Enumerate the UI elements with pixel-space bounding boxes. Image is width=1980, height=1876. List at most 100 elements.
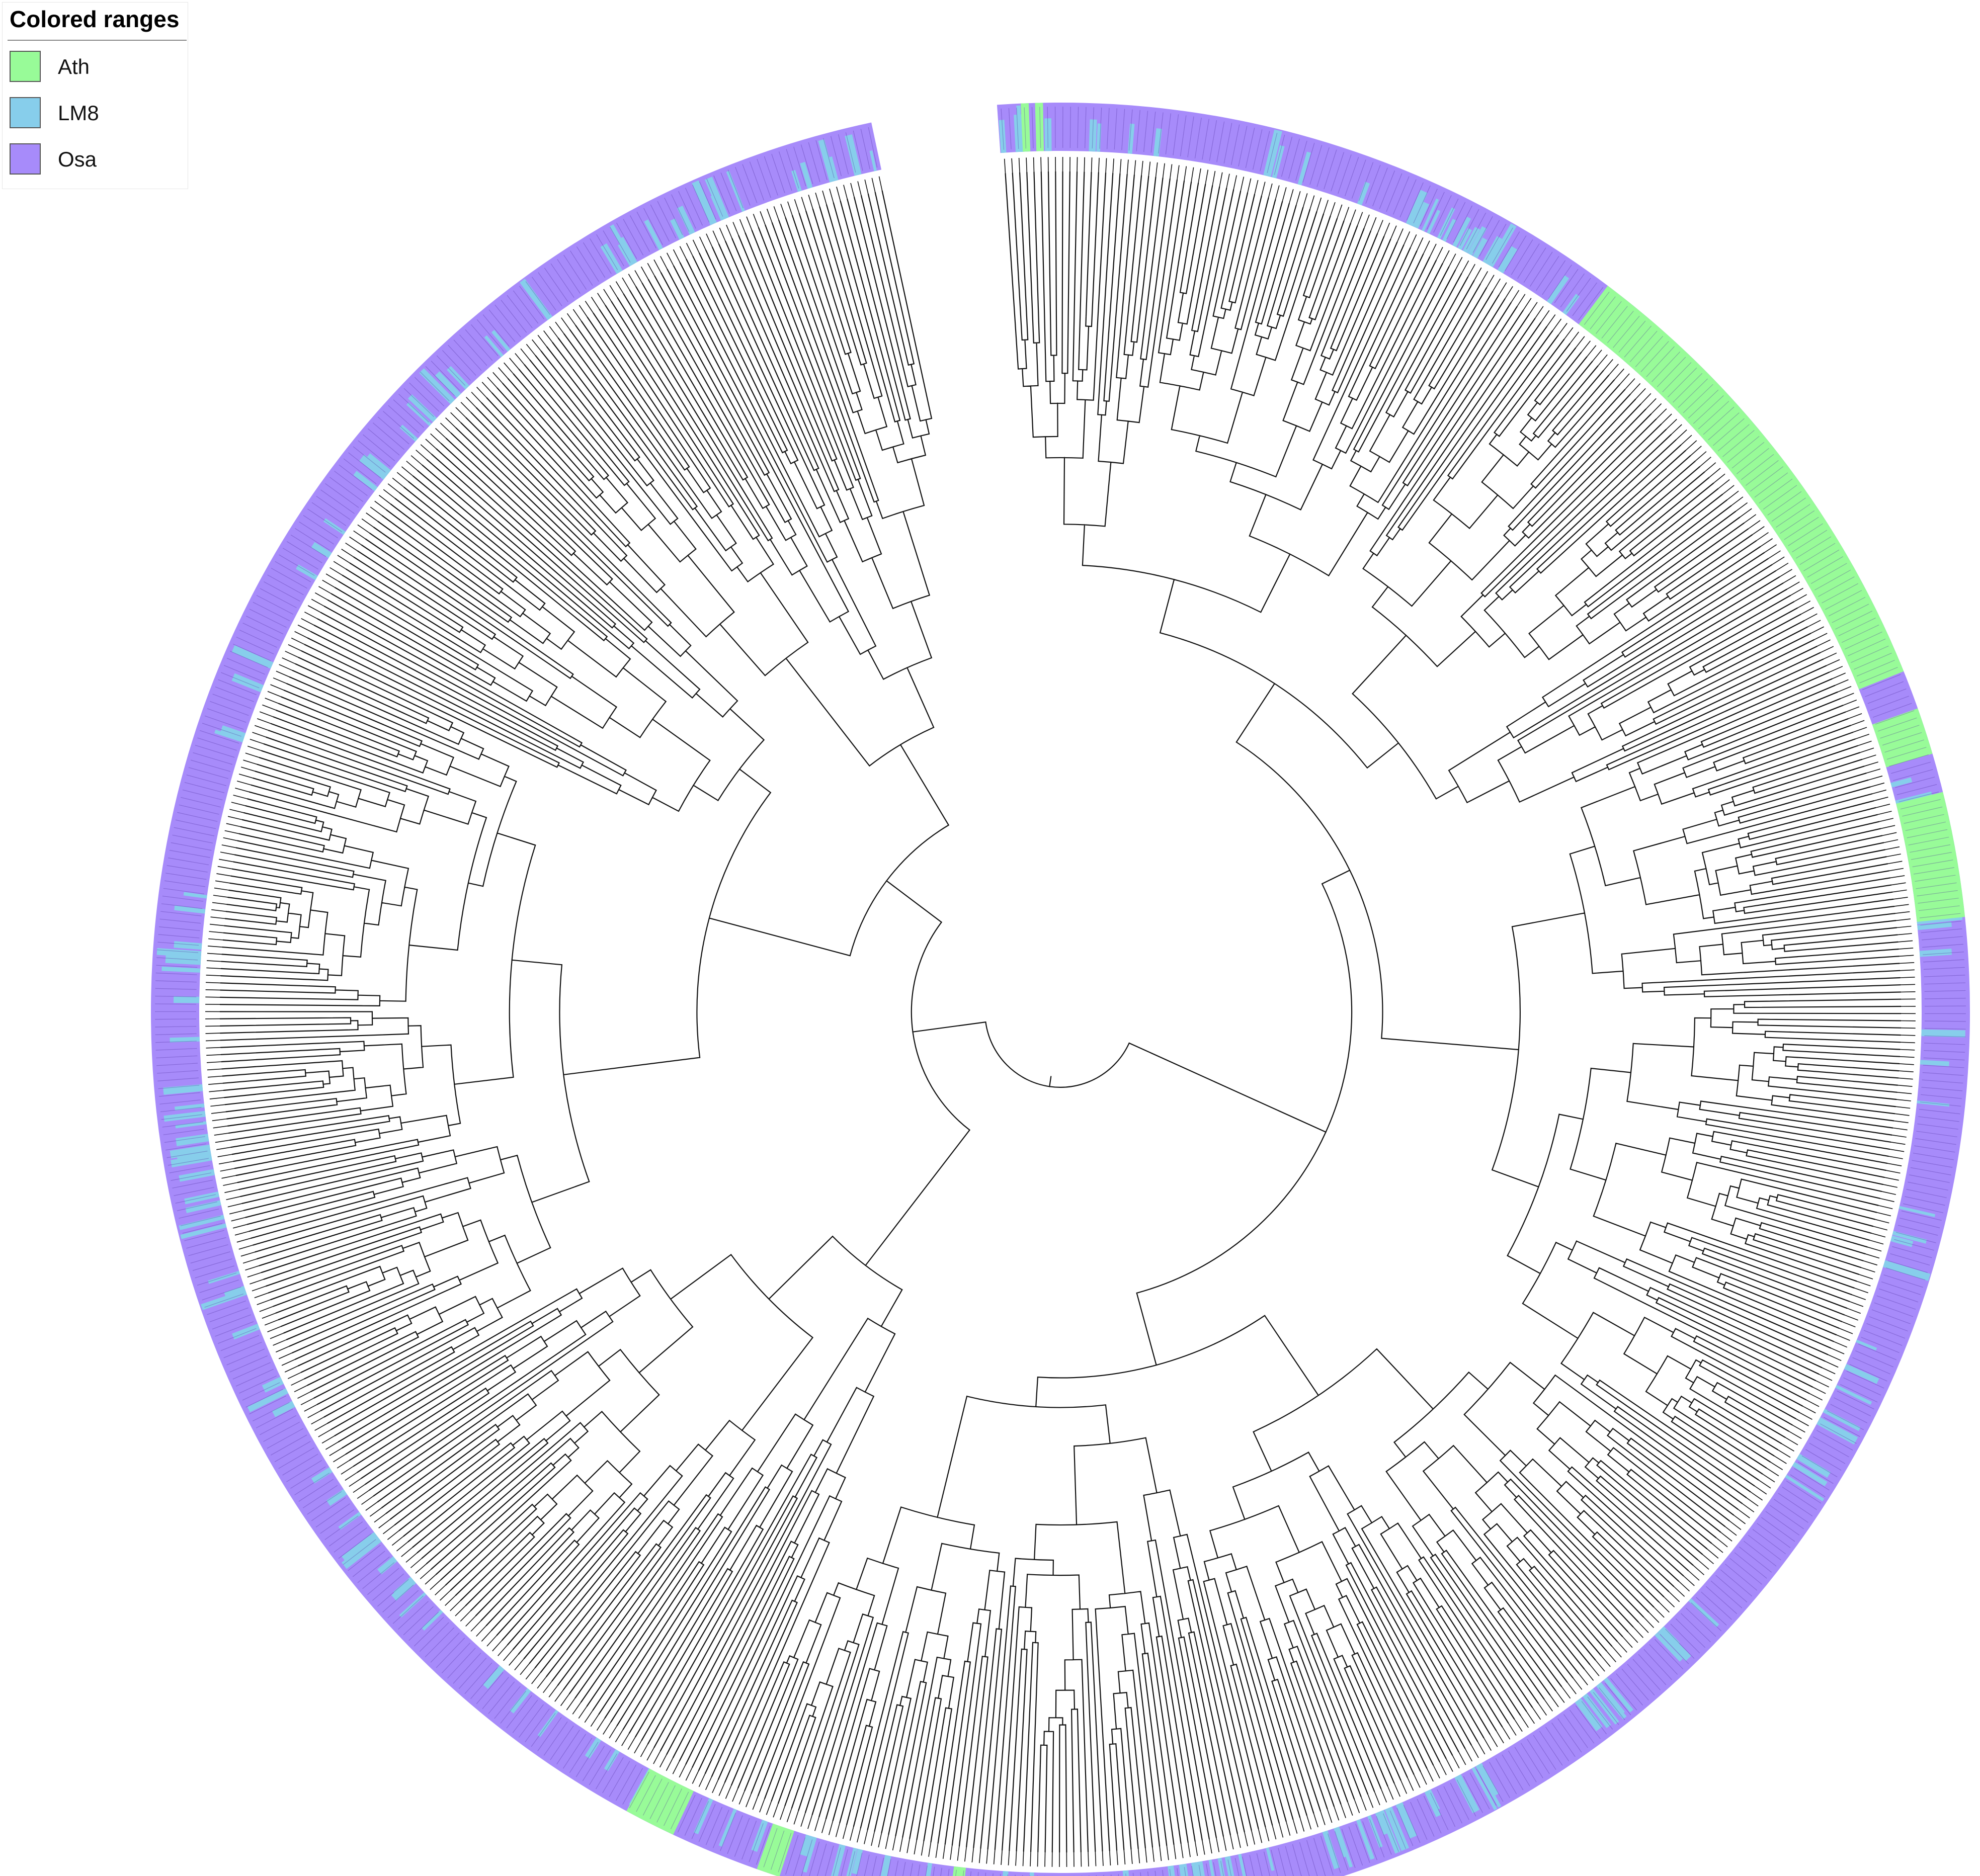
leaf-label-texture — [343, 1539, 376, 1565]
leaf-label-texture — [1886, 747, 1927, 760]
leaf-label-texture — [1621, 1668, 1649, 1700]
leaf-label-texture — [393, 399, 424, 428]
leaf-label-texture — [229, 651, 268, 668]
leaf-label-texture — [1299, 1842, 1310, 1876]
range-band-lm8 — [338, 1511, 362, 1530]
leaf-label-texture — [1784, 517, 1819, 540]
leaf-label-texture — [1551, 1723, 1576, 1757]
leaf-label-texture — [163, 1129, 204, 1135]
leaf-label-texture — [1085, 107, 1087, 148]
leaf-label-texture — [1517, 243, 1540, 279]
leaf-label-texture — [1316, 147, 1330, 187]
leaf-label-texture — [158, 1092, 200, 1097]
leaf-label-texture — [657, 201, 677, 238]
leaf-label-texture — [220, 1335, 260, 1351]
leaf-label-texture — [823, 138, 835, 179]
range-band-lm8 — [1421, 198, 1439, 232]
leaf-label-texture — [155, 1041, 197, 1043]
leaf-label-texture — [453, 339, 482, 371]
leaf-label-texture — [1736, 448, 1769, 474]
leaf-label-texture — [282, 548, 318, 570]
leaf-label-texture — [1814, 569, 1851, 590]
range-band-lm8 — [1411, 201, 1430, 229]
leaf-label-texture — [1566, 278, 1591, 312]
range-band-lm8 — [1472, 237, 1488, 259]
leaf-label-texture — [1888, 754, 1929, 767]
range-band-lm8 — [311, 1467, 333, 1484]
leaf-label-texture — [294, 1473, 330, 1495]
leaf-label-texture — [1743, 1541, 1777, 1567]
leaf-label-texture — [167, 1151, 208, 1158]
leaf-label-texture — [544, 268, 568, 302]
leaf-label-texture — [1916, 1131, 1957, 1138]
range-band-lm8 — [342, 1532, 377, 1561]
leaf-label-texture — [1446, 202, 1466, 239]
range-band-lm8 — [609, 224, 636, 266]
leaf-label-texture — [1896, 784, 1937, 795]
range-band-ath — [1579, 286, 1904, 690]
range-band-lm8 — [694, 1798, 713, 1835]
leaf-label-texture — [1746, 460, 1779, 486]
leaf-label-texture — [383, 411, 415, 439]
leaf-label-texture — [160, 1106, 202, 1113]
range-band-lm8 — [175, 1121, 207, 1129]
leaf-label-texture — [1852, 1357, 1890, 1375]
leaf-label-texture — [1846, 1371, 1884, 1389]
leaf-label-texture — [1331, 152, 1345, 192]
leaf-label-texture — [245, 1389, 283, 1408]
range-band-lm8 — [326, 1489, 348, 1506]
tree-branches — [219, 171, 1902, 1853]
leaf-label-texture — [1767, 491, 1802, 516]
leaf-label-texture — [1924, 1028, 1966, 1030]
leaf-label-texture — [431, 361, 460, 391]
leaf-label-texture — [1443, 1786, 1463, 1824]
range-band-lm8 — [926, 1862, 933, 1876]
range-band-lm8 — [1817, 1417, 1858, 1445]
leaf-label-texture — [1640, 341, 1669, 372]
leaf-label-texture — [1673, 373, 1703, 403]
leaf-label-texture — [1396, 1808, 1414, 1846]
leaf-label-texture — [770, 1830, 785, 1870]
leaf-label-texture — [1861, 1337, 1900, 1353]
range-band-lm8 — [170, 1037, 200, 1043]
leaf-label-texture — [1498, 231, 1520, 268]
leaf-label-texture — [1545, 1727, 1570, 1761]
leaf-label-texture — [1765, 1511, 1800, 1536]
leaf-label-texture — [476, 1672, 504, 1704]
leaf-label-texture — [282, 1454, 318, 1476]
leaf-label-texture — [1691, 1602, 1721, 1632]
range-band-lm8 — [1890, 1235, 1914, 1247]
leaf-label-texture — [1202, 119, 1209, 160]
leaf-label-texture — [1710, 1580, 1743, 1608]
leaf-label-texture — [785, 1835, 799, 1875]
leaf-label-texture — [256, 1408, 293, 1428]
range-band-lm8 — [1919, 949, 1952, 957]
leaf-label-texture — [377, 1579, 409, 1607]
leaf-label-texture — [894, 1860, 899, 1876]
leaf-label-texture — [1469, 1772, 1490, 1810]
leaf-label-texture — [543, 1721, 568, 1756]
leaf-label-texture — [290, 1466, 326, 1489]
leaf-label-texture — [525, 281, 550, 315]
leaf-label-texture — [1922, 944, 1964, 948]
leaf-label-texture — [1763, 485, 1797, 509]
leaf-label-texture — [212, 694, 252, 709]
leaf-label-texture — [1908, 1181, 1948, 1191]
leaf-label-texture — [507, 295, 533, 328]
leaf-label-texture — [1306, 1840, 1318, 1876]
leaf-label-texture — [1039, 107, 1041, 148]
range-band-lm8 — [869, 150, 877, 172]
range-band-lm8 — [1427, 210, 1441, 234]
leaf-label-texture — [1505, 235, 1527, 272]
leaf-label-texture — [221, 672, 260, 689]
leaf-label-texture — [1024, 107, 1026, 149]
range-band-ath — [1896, 792, 1965, 922]
leaf-label-texture — [1858, 1343, 1897, 1360]
leaf-label-texture — [302, 1485, 338, 1508]
range-band-lm8 — [1477, 1763, 1499, 1796]
leaf-label-texture — [388, 405, 420, 434]
leaf-label-texture — [1554, 269, 1579, 303]
leaf-label-texture — [1741, 454, 1774, 480]
leaf-label-texture — [1896, 1232, 1936, 1243]
leaf-label-texture — [1752, 1529, 1786, 1555]
